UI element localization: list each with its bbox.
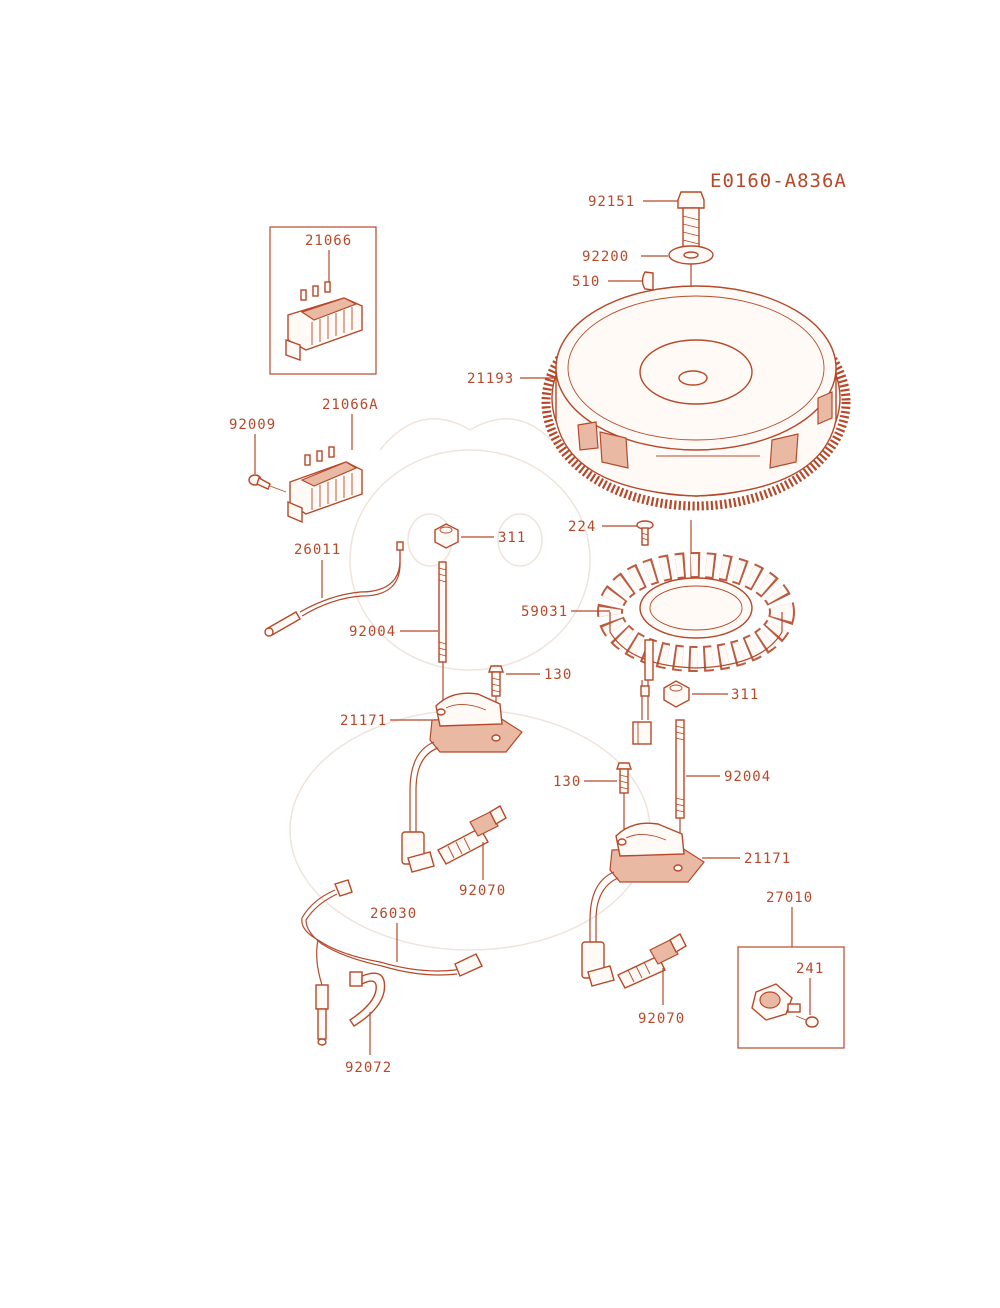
part-label-92072[interactable]: 92072 — [345, 1060, 392, 1076]
part-label-21193[interactable]: 21193 — [467, 371, 514, 387]
part-label-510[interactable]: 510 — [572, 274, 600, 290]
screw-130-lower[interactable] — [616, 762, 632, 794]
part-label-59031[interactable]: 59031 — [521, 604, 568, 620]
washer-92200[interactable] — [668, 245, 714, 265]
stator-59031[interactable] — [597, 552, 795, 681]
oil-switch-27010-box — [737, 946, 845, 1049]
screw-241[interactable] — [795, 1015, 819, 1028]
part-label-21171-right[interactable]: 21171 — [744, 851, 791, 867]
part-label-92009[interactable]: 92009 — [229, 417, 276, 433]
flywheel-21193[interactable] — [541, 285, 851, 511]
part-label-311-lower[interactable]: 311 — [731, 687, 759, 703]
part-label-92004-left[interactable]: 92004 — [349, 624, 396, 640]
screw-92009[interactable] — [248, 474, 287, 493]
bolt-92151[interactable] — [677, 191, 705, 249]
spark-plug-92070-left[interactable] — [437, 805, 507, 865]
lead-wire-26011[interactable] — [264, 541, 404, 637]
part-label-241[interactable]: 241 — [796, 961, 824, 977]
part-label-92004-right[interactable]: 92004 — [724, 769, 771, 785]
regulator-21066-box — [269, 226, 377, 375]
regulator-21066[interactable] — [285, 281, 363, 361]
stator-lead-connector[interactable] — [632, 680, 652, 745]
part-label-224[interactable]: 224 — [568, 519, 596, 535]
part-label-92070-left[interactable]: 92070 — [459, 883, 506, 899]
diagram-code: E0160-A836A — [710, 170, 847, 192]
part-label-92070-right[interactable]: 92070 — [638, 1011, 685, 1027]
part-label-21066A[interactable]: 21066A — [322, 397, 379, 413]
stud-92004-right[interactable] — [675, 719, 685, 819]
clamp-92072[interactable] — [349, 971, 386, 1027]
ignition-coil-21171-left[interactable] — [401, 692, 523, 873]
oil-switch-27010[interactable] — [751, 983, 801, 1021]
screw-130-upper[interactable] — [488, 665, 504, 697]
spark-plug-92070-right[interactable] — [617, 933, 687, 989]
part-label-311-upper[interactable]: 311 — [498, 530, 526, 546]
screw-224[interactable] — [636, 520, 654, 546]
part-label-21066[interactable]: 21066 — [305, 233, 352, 249]
nut-311-upper[interactable] — [434, 523, 459, 549]
part-label-130-upper[interactable]: 130 — [544, 667, 572, 683]
regulator-21066A[interactable] — [287, 446, 363, 524]
lead-wire-26030[interactable] — [301, 879, 483, 1046]
part-label-27010[interactable]: 27010 — [766, 890, 813, 906]
part-label-21171-left[interactable]: 21171 — [340, 713, 387, 729]
key-510[interactable] — [641, 271, 654, 291]
nut-311-lower[interactable] — [663, 680, 690, 708]
part-label-26011[interactable]: 26011 — [294, 542, 341, 558]
part-label-92200[interactable]: 92200 — [582, 249, 629, 265]
stud-92004-left[interactable] — [438, 561, 447, 663]
part-label-130-lower[interactable]: 130 — [553, 774, 581, 790]
part-label-26030[interactable]: 26030 — [370, 906, 417, 922]
part-label-92151[interactable]: 92151 — [588, 194, 635, 210]
ignition-coil-21171-right[interactable] — [581, 822, 705, 987]
